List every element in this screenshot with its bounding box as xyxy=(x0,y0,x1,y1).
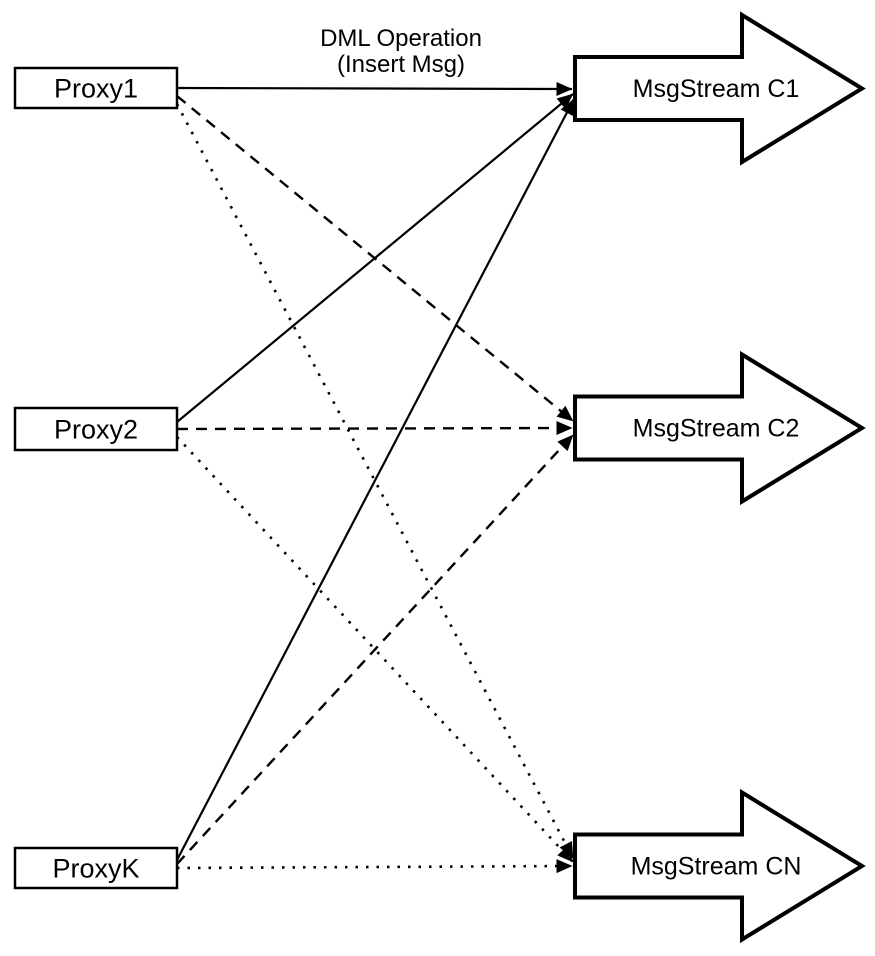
proxy2-label: Proxy2 xyxy=(54,415,138,445)
msgstream-c1-arrow-shape xyxy=(573,11,866,166)
edges xyxy=(175,81,575,874)
proxyk-label: ProxyK xyxy=(52,854,139,884)
edge-proxyk-to-c2 xyxy=(176,434,574,865)
msgstream-c1-label: MsgStream C1 xyxy=(633,75,800,103)
edge-proxyk-to-c1 xyxy=(176,98,575,861)
proxy2-box xyxy=(13,406,179,452)
edge-proxy2-to-c2 xyxy=(176,421,573,436)
annotation-line2: (Insert Msg) xyxy=(337,51,465,78)
proxy1-box xyxy=(13,66,179,110)
node-proxyk: ProxyK xyxy=(13,846,179,890)
node-msgstream-c2: MsgStream C2 xyxy=(573,350,866,506)
msgstream-c2-label: MsgStream C2 xyxy=(633,415,800,443)
edge-proxy2-to-cn xyxy=(176,436,574,863)
msgstream-cn-arrow-shape xyxy=(573,788,866,944)
msgstream-cn-label: MsgStream CN xyxy=(631,853,802,881)
node-msgstream-cn: MsgStream CN xyxy=(573,788,866,944)
proxyk-box xyxy=(13,846,179,890)
edge-proxy1-to-c2 xyxy=(176,95,574,422)
node-msgstream-c1: MsgStream C1 xyxy=(573,11,866,166)
msgstream-c2-arrow-shape xyxy=(573,350,866,506)
edge-annotation: DML Operation (Insert Msg) xyxy=(320,25,482,78)
node-proxy1: Proxy1 xyxy=(13,66,179,110)
node-proxy2: Proxy2 xyxy=(13,406,179,452)
edge-proxy1-to-c1 xyxy=(176,81,573,96)
proxy1-label: Proxy1 xyxy=(54,74,138,104)
edge-proxyk-to-cn xyxy=(176,859,573,874)
annotation-line1: DML Operation xyxy=(320,25,482,52)
